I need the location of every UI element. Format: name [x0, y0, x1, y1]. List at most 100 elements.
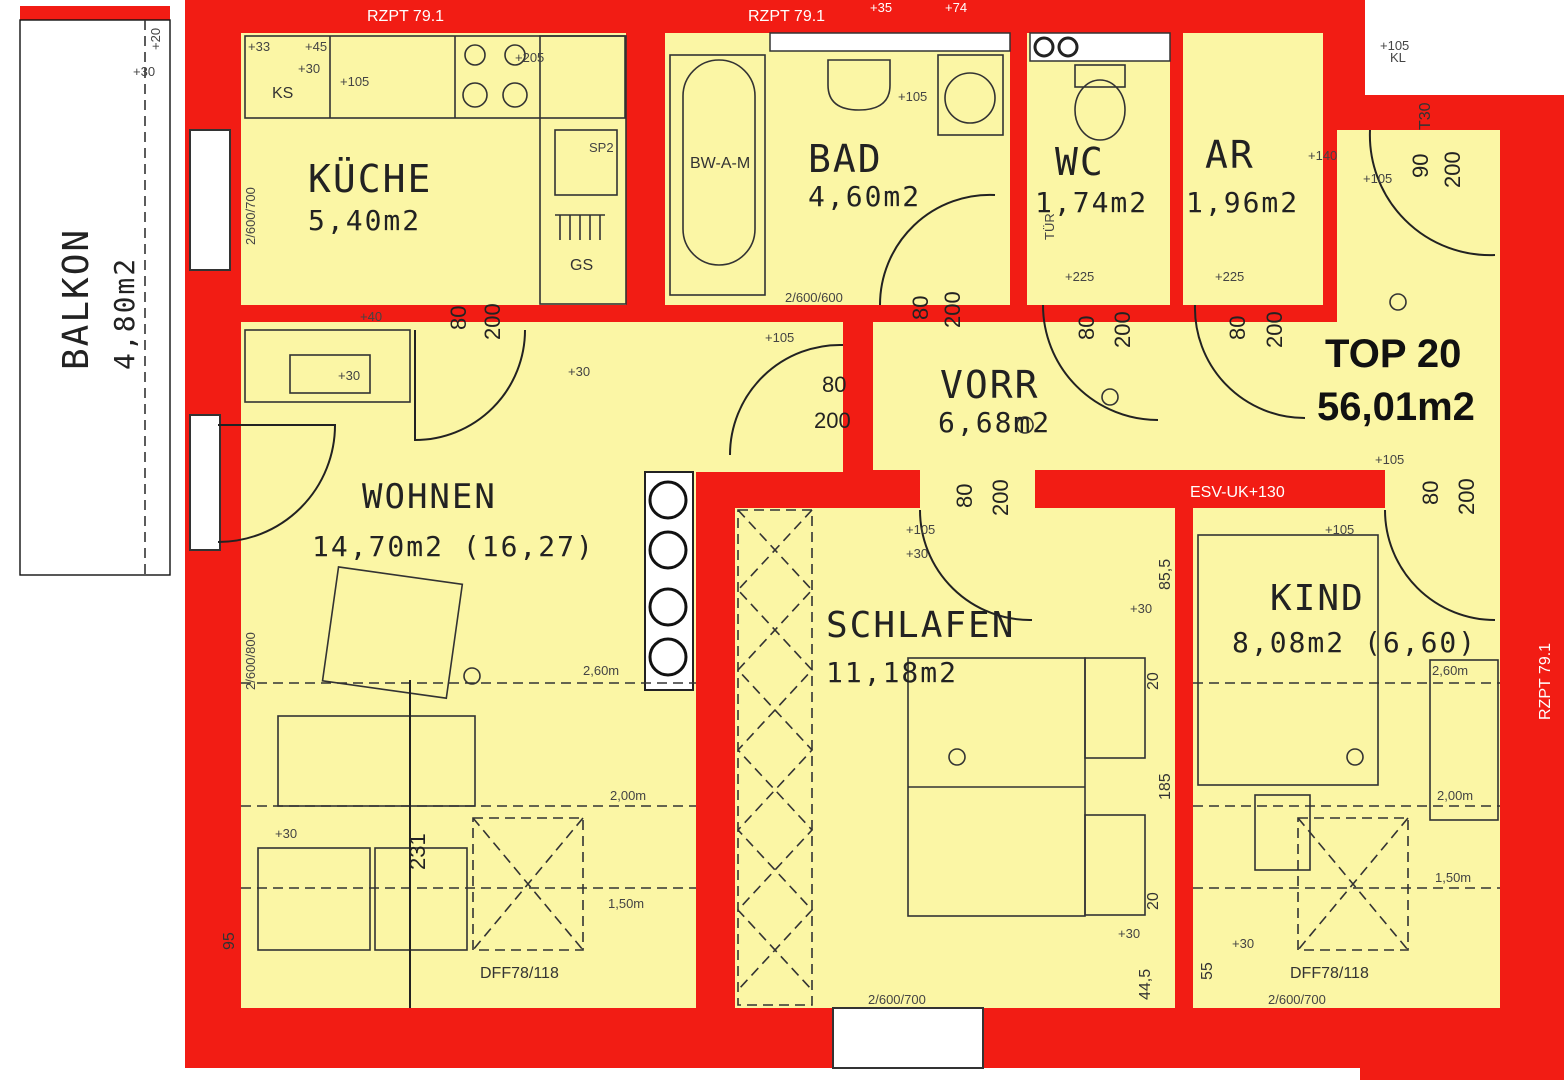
door-w-7: 80 [1418, 481, 1443, 505]
window-spec-4: 2/600/700 [1268, 992, 1326, 1007]
room-name-schlafen: SCHLAFEN [826, 605, 1015, 646]
window-kind-label: DFF78/118 [1290, 965, 1369, 982]
door-h-7: 200 [1454, 478, 1479, 515]
height-tag: +74 [945, 0, 967, 15]
room-name-ar: AR [1205, 133, 1255, 177]
floor-kueche [241, 33, 626, 305]
height-tag: +105 [1325, 522, 1354, 537]
door-h-6: 200 [988, 479, 1013, 516]
door-w-3: 80 [822, 372, 846, 397]
floor-bad [665, 33, 1010, 305]
window-kueche [189, 129, 231, 271]
height-tag: +30 [275, 826, 297, 841]
height-tag: +225 [1065, 269, 1094, 284]
rzpt-label-vertical: RZPT 79.1 [1537, 643, 1554, 720]
height-150-wohnen: 1,50m [608, 896, 644, 911]
door-h-8: 200 [1440, 151, 1465, 188]
dim-20b: 20 [1145, 892, 1162, 910]
rzpt-label-2: RZPT 79.1 [748, 8, 825, 25]
room-area-kind: 8,08m2 (6,60) [1232, 626, 1477, 659]
length-231: 231 [405, 833, 430, 870]
height-tag: +225 [1215, 269, 1244, 284]
dim-855: 85,5 [1157, 559, 1174, 590]
door-w-2: 80 [908, 296, 933, 320]
height-tag: +40 [360, 309, 382, 324]
ks-label: KS [272, 85, 293, 102]
kind-furniture [1193, 534, 1500, 951]
height-tag: +30 [568, 364, 590, 379]
unit-name: TOP 20 [1325, 332, 1461, 376]
door-label-tuer: TÜR [1042, 213, 1057, 240]
outlet-heights: +105 +30 +105 +205 +33 +45 +30 +105 +140… [133, 0, 1409, 951]
height-260-wohnen: 2,60m [583, 663, 619, 678]
height-tag: +105 [898, 89, 927, 104]
door-w-1: 80 [446, 306, 471, 330]
floor-ar [1183, 33, 1323, 305]
bathtub-label: BW-A-M [690, 155, 750, 172]
kl-label: KL [1390, 50, 1406, 65]
t30-label: T30 [1417, 102, 1434, 130]
door-h-1: 200 [480, 303, 505, 340]
height-tag: +30 [1118, 926, 1140, 941]
height-tag: +33 [248, 39, 270, 54]
height-tag: +105 [765, 330, 794, 345]
height-tag: +30 [1130, 601, 1152, 616]
room-name-wc: WC [1055, 140, 1105, 184]
wardrobe [736, 509, 814, 1006]
bed [907, 657, 1146, 917]
dim-20a: 20 [1145, 672, 1162, 690]
wohnen-furniture [241, 329, 696, 1008]
room-name-kueche: KÜCHE [308, 157, 432, 201]
height-tag: +20 [148, 28, 163, 50]
height-tag: +30 [338, 368, 360, 383]
balcony [19, 19, 171, 576]
floor-wc [1027, 33, 1170, 305]
door-dimensions: 80 200 80 200 80 200 80 200 80 200 80 20… [446, 151, 1479, 516]
room-name-wohnen: WOHNEN [362, 477, 497, 517]
height-tag: +140 [1308, 148, 1337, 163]
height-tag: +105 [906, 522, 935, 537]
door-h-5: 200 [1262, 311, 1287, 348]
floor-wohnen [241, 440, 696, 1008]
door-w-4: 80 [1074, 316, 1099, 340]
room-area-wohnen: 14,70m2 (16,27) [312, 530, 595, 563]
height-tag: +105 [340, 74, 369, 89]
door-w-8: 90 [1408, 154, 1433, 178]
rzpt-label-1: RZPT 79.1 [367, 8, 444, 25]
room-area-vorr: 6,68m2 [938, 406, 1051, 439]
height-tag: +30 [906, 546, 928, 561]
door-h-4: 200 [1110, 311, 1135, 348]
window-spec-1: 2/600/600 [785, 290, 843, 305]
height-tag: +35 [870, 0, 892, 15]
dim-185: 185 [1157, 773, 1174, 800]
height-tag: +30 [298, 61, 320, 76]
floor-kind [1193, 508, 1516, 1008]
floor-kind-stub [1385, 470, 1500, 510]
room-name-kind: KIND [1270, 578, 1365, 619]
height-150-kind: 1,50m [1435, 870, 1471, 885]
height-tag: +105 [1380, 38, 1409, 53]
balcony-area: 4,80m2 [108, 257, 141, 370]
height-200-kind: 2,00m [1437, 788, 1473, 803]
room-name-vorr: VORR [940, 363, 1040, 407]
light-symbols [463, 293, 1407, 766]
window-schlafen [832, 1007, 984, 1069]
room-area-schlafen: 11,18m2 [826, 656, 958, 689]
window-spec-2: 2/600/700 [868, 992, 926, 1007]
floors [241, 33, 1516, 1008]
window-spec-5: 2/600/700 [243, 187, 258, 245]
dim-55: 55 [1199, 962, 1216, 980]
door-h-3: 200 [814, 408, 851, 433]
door-w-5: 80 [1225, 316, 1250, 340]
height-200-wohnen: 2,00m [610, 788, 646, 803]
gs-label: GS [570, 257, 593, 274]
height-tag: +105 [1363, 171, 1392, 186]
height-tag: +105 [1375, 452, 1404, 467]
floor-vorr-stub [920, 470, 1035, 510]
kitchen-counter [244, 35, 627, 305]
height-tag: +45 [305, 39, 327, 54]
window-wohnen-label: DFF78/118 [480, 965, 559, 982]
dim-445: 44,5 [1137, 969, 1154, 1000]
esv-label: ESV-UK+130 [1190, 484, 1285, 501]
